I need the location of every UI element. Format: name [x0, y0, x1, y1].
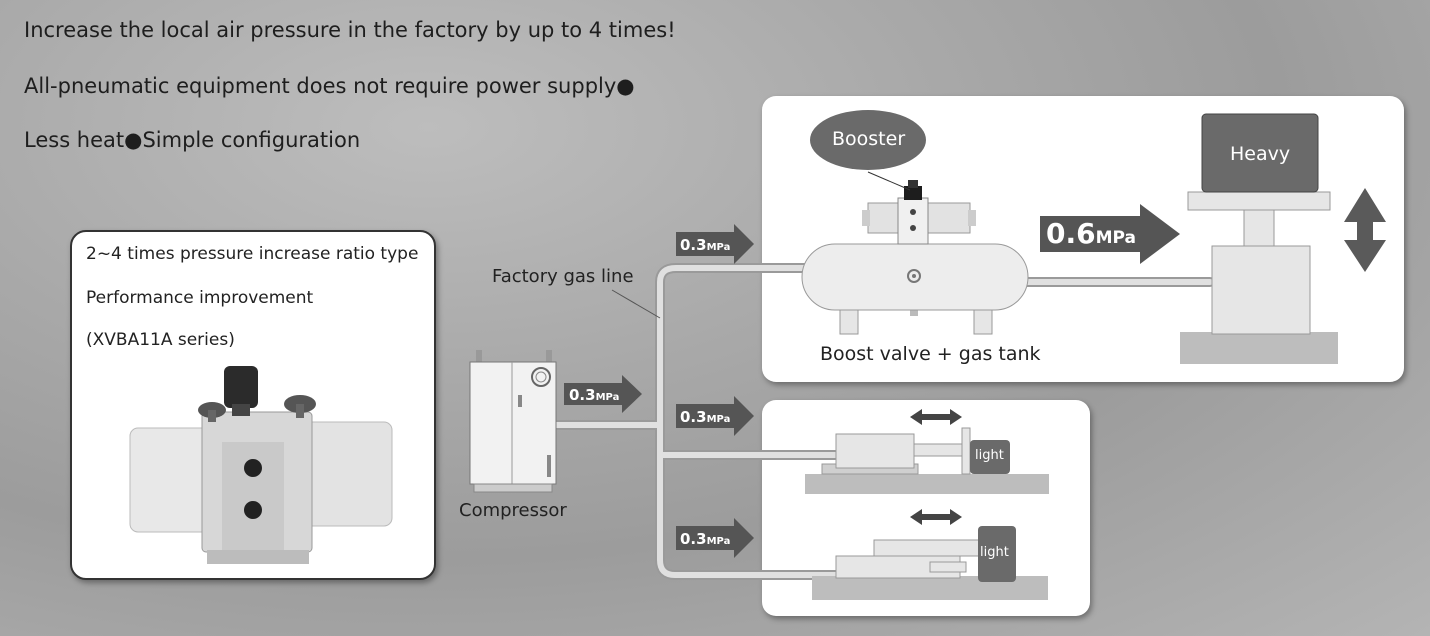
booster-valve-image — [129, 366, 393, 564]
pressure-arrow-actuator-1 — [676, 396, 754, 436]
booster-bubble — [810, 110, 926, 170]
heavy-label: Heavy — [1230, 143, 1291, 165]
heavy-load-press — [1180, 113, 1338, 364]
light-load-actuator-2 — [812, 509, 1048, 600]
gas-tank — [801, 243, 1029, 335]
supply-pressure-compressor: 0.3MPa — [569, 386, 620, 404]
supply-pressure-actuator-1: 0.3MPa — [680, 408, 731, 426]
product-card: 2~4 times pressure increase ratio type P… — [70, 230, 436, 580]
supply-pressure-actuator-2: 0.3MPa — [680, 530, 731, 548]
headline-2: All-pneumatic equipment does not require… — [24, 74, 635, 98]
headline-3: Less heat●Simple configuration — [24, 128, 361, 152]
compressor-label: Compressor — [459, 500, 567, 521]
product-ratio-text: 2~4 times pressure increase ratio type — [86, 244, 419, 264]
compressor-unit — [469, 350, 557, 493]
light-load-actuator-1 — [805, 409, 1049, 494]
boost-valve-tank-label: Boost valve + gas tank — [820, 343, 1041, 365]
light-label-1: light — [975, 448, 1004, 463]
pressure-arrow-actuator-2 — [676, 518, 754, 558]
pressure-arrow-booster — [676, 224, 754, 264]
light-label-2: light — [980, 545, 1009, 560]
supply-pressure-booster: 0.3MPa — [680, 236, 731, 254]
gas-pipes — [550, 263, 1215, 580]
factory-gas-line-label: Factory gas line — [492, 266, 634, 287]
booster-label: Booster — [832, 128, 906, 150]
vertical-motion-icon — [1344, 188, 1386, 272]
boosted-pressure-arrow — [1040, 204, 1180, 264]
booster-valve — [862, 180, 976, 245]
boosted-pressure-value: 0.6MPa — [1046, 217, 1137, 250]
pressure-arrow-compressor — [564, 375, 642, 413]
headline-1: Increase the local air pressure in the f… — [24, 18, 676, 42]
product-performance-text: Performance improvement — [86, 288, 314, 308]
product-series-text: (XVBA11A series) — [86, 330, 235, 350]
